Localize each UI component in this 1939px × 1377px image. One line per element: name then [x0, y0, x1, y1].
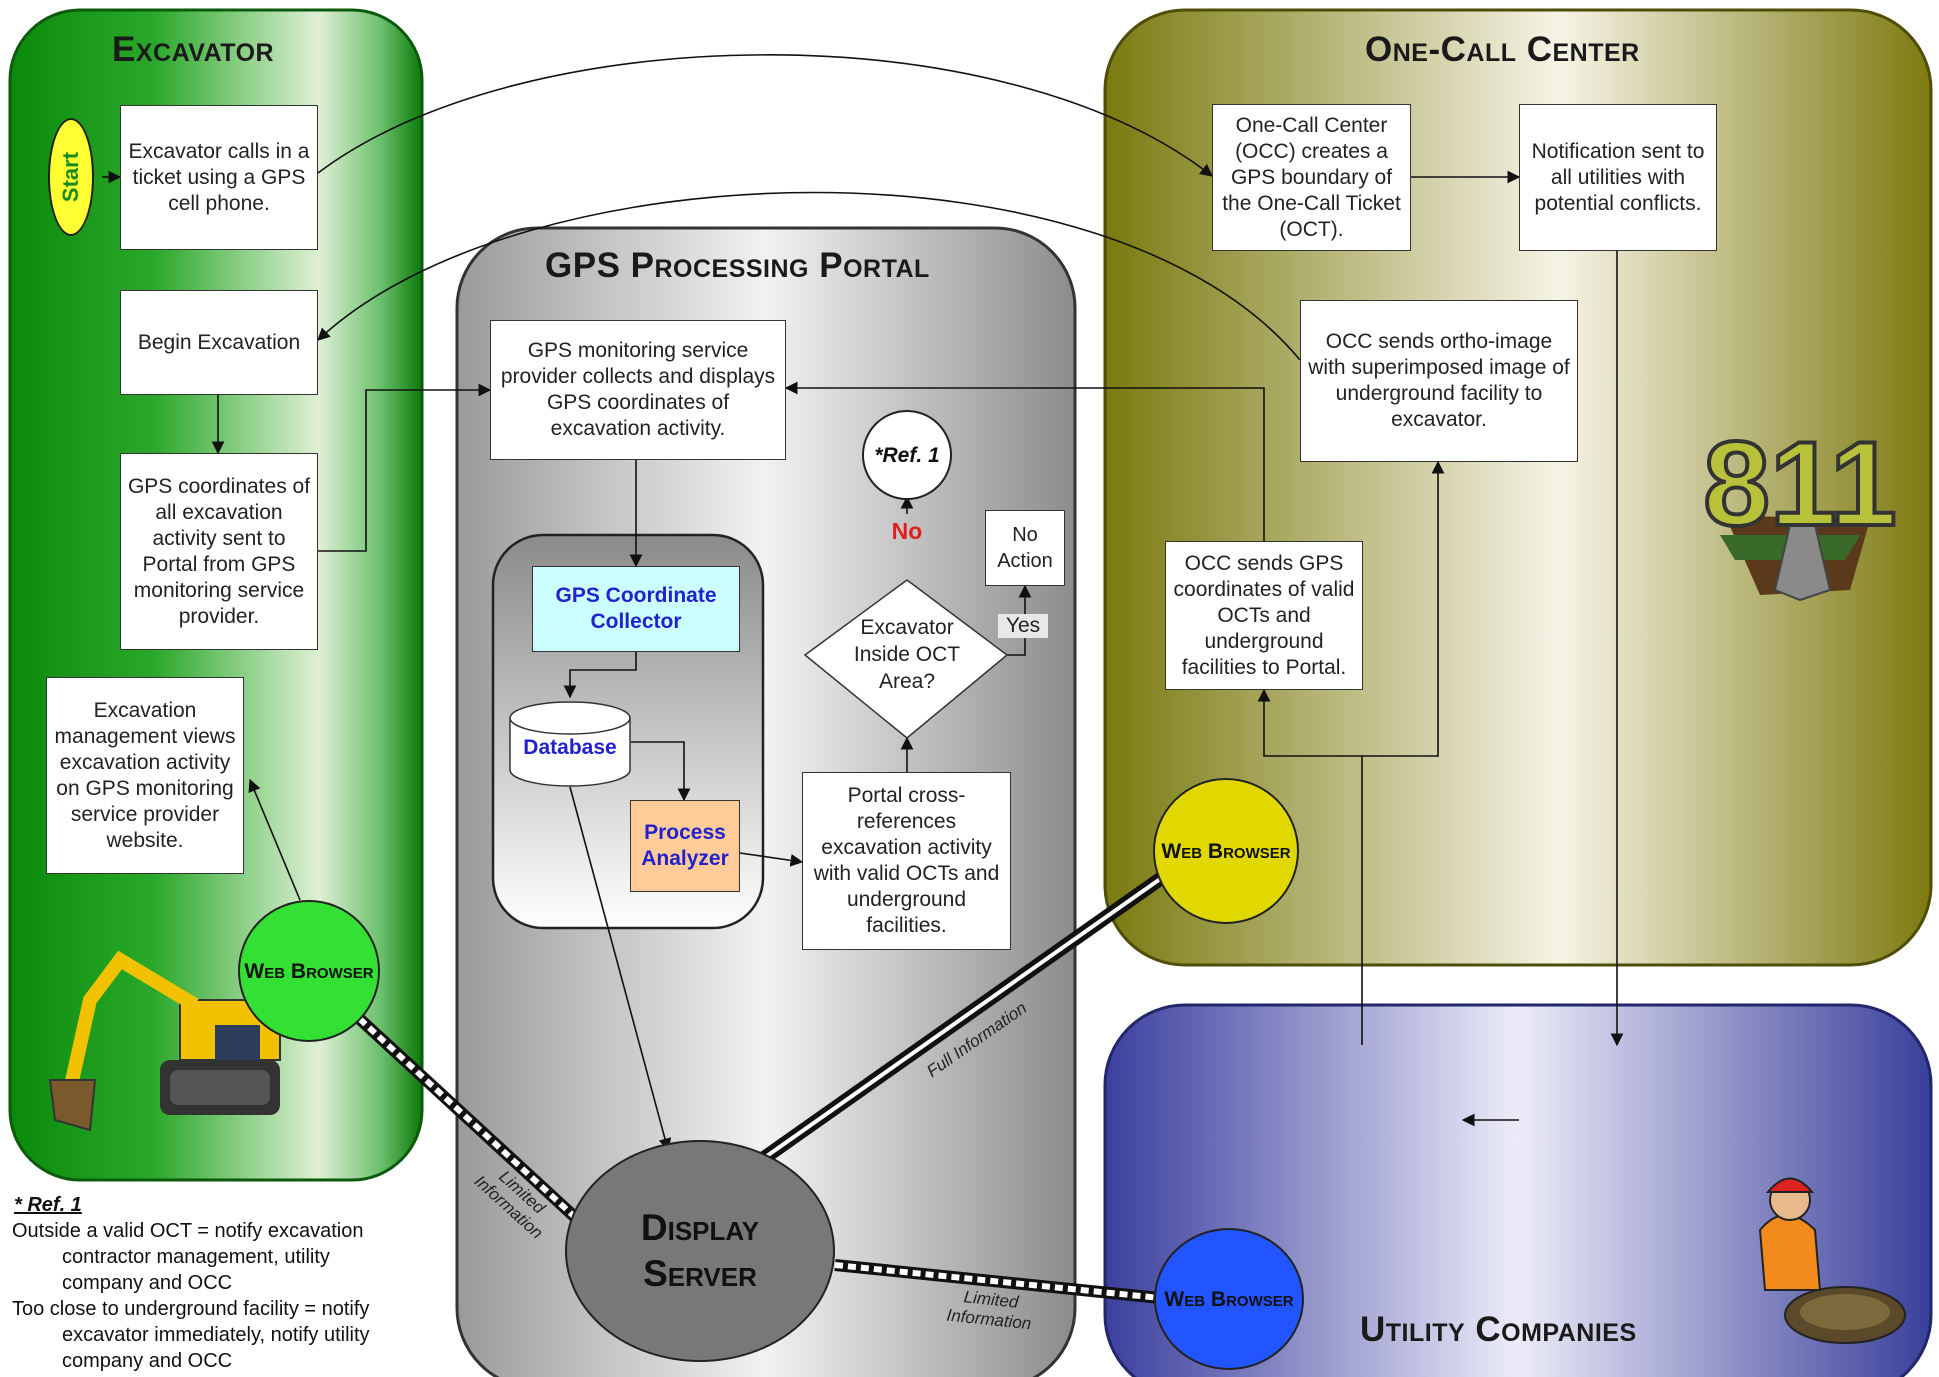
database-label: Database — [523, 736, 617, 759]
process-analyzer: Process Analyzer — [630, 800, 740, 892]
curve-call-to-occ — [317, 54, 1214, 177]
utility-companies-region — [1103, 1003, 1933, 1377]
box-no-action: No Action — [985, 510, 1065, 586]
arrow-collector-to-database — [563, 652, 637, 699]
utility-companies-title: Utility Companies — [1360, 1310, 1637, 1349]
link-excavator-browser — [345, 1005, 583, 1225]
excavator-illustration — [48, 950, 281, 1132]
footnote-line-2: Too close to underground facility = noti… — [12, 1298, 370, 1320]
footnote-line-2b: excavator immediately, notify utility — [62, 1324, 370, 1346]
box-provider-collects: GPS monitoring service provider collects… — [490, 320, 786, 460]
curve-ortho-to-begin — [317, 191, 1301, 361]
link-utility-browser — [834, 1259, 1161, 1304]
database-cylinder-top — [509, 701, 631, 735]
box-occ-creates: One-Call Center (OCC) creates a GPS boun… — [1212, 104, 1411, 251]
footnote-line-1c: company and OCC — [62, 1272, 233, 1294]
excavator-title: Excavator — [112, 30, 275, 69]
gps-coordinate-collector: GPS Coordinate Collector — [532, 566, 740, 652]
gps-portal-region — [455, 226, 1077, 1377]
box-gps-sent: GPS coordinates of all excavation activi… — [120, 453, 318, 650]
arrow-analyzer-to-crossref — [739, 852, 804, 867]
ref-1-node: *Ref. 1 — [862, 410, 952, 500]
box-ortho-image: OCC sends ortho-image with superimposed … — [1300, 300, 1578, 462]
decision-yes-label: Yes — [998, 614, 1048, 638]
start-node: Start — [48, 118, 94, 236]
arrow-decision-to-no-action — [1005, 584, 1032, 656]
box-notification: Notification sent to all utilities with … — [1519, 104, 1717, 251]
arrow-to-ortho — [1362, 460, 1445, 757]
arrow-browser-to-management — [248, 778, 301, 901]
one-call-center-title: One-Call Center — [1365, 30, 1640, 69]
svg-text:811: 811 — [1703, 417, 1897, 551]
start-label: Start — [58, 151, 83, 203]
footnote-line-1: Outside a valid OCT = notify excavation — [12, 1220, 364, 1242]
arrow-database-to-analyzer — [631, 741, 691, 802]
arrow-utility-gps-to-occ — [1257, 688, 1363, 1045]
excavator-web-browser[interactable]: Web Browser — [238, 900, 380, 1042]
utility-worker-illustration — [1758, 1177, 1906, 1344]
box-begin-excavation: Begin Excavation — [120, 290, 318, 395]
box-management-views: Excavation management views excavation a… — [46, 677, 244, 874]
811-logo: 811 — [1701, 415, 1899, 602]
occ-web-browser[interactable]: Web Browser — [1153, 778, 1299, 924]
gps-portal-title: GPS Processing Portal — [545, 246, 930, 285]
box-occ-sends-gps: OCC sends GPS coordinates of valid OCTs … — [1165, 541, 1363, 690]
box-cross-reference: Portal cross-references excavation activ… — [802, 772, 1011, 950]
decision-no-label: No — [891, 518, 923, 544]
utility-web-browser[interactable]: Web Browser — [1154, 1228, 1304, 1370]
arrow-database-to-display — [569, 786, 672, 1152]
footnote-line-2c: company and OCC — [62, 1350, 233, 1372]
link-occ-browser — [759, 866, 1175, 1164]
decision-diamond — [803, 579, 1009, 739]
display-server: Display Server — [565, 1140, 835, 1362]
arrow-occ-gps-to-portal — [784, 381, 1265, 541]
arrow-gps-to-portal — [318, 383, 492, 552]
footnote-title: * Ref. 1 — [14, 1194, 82, 1216]
box-call-ticket: Excavator calls in a ticket using a GPS … — [120, 105, 318, 250]
decision-question: Excavator Inside OCT Area? — [853, 616, 961, 693]
database-cylinder — [509, 718, 631, 787]
footnote-line-1b: contractor management, utility — [62, 1246, 330, 1268]
